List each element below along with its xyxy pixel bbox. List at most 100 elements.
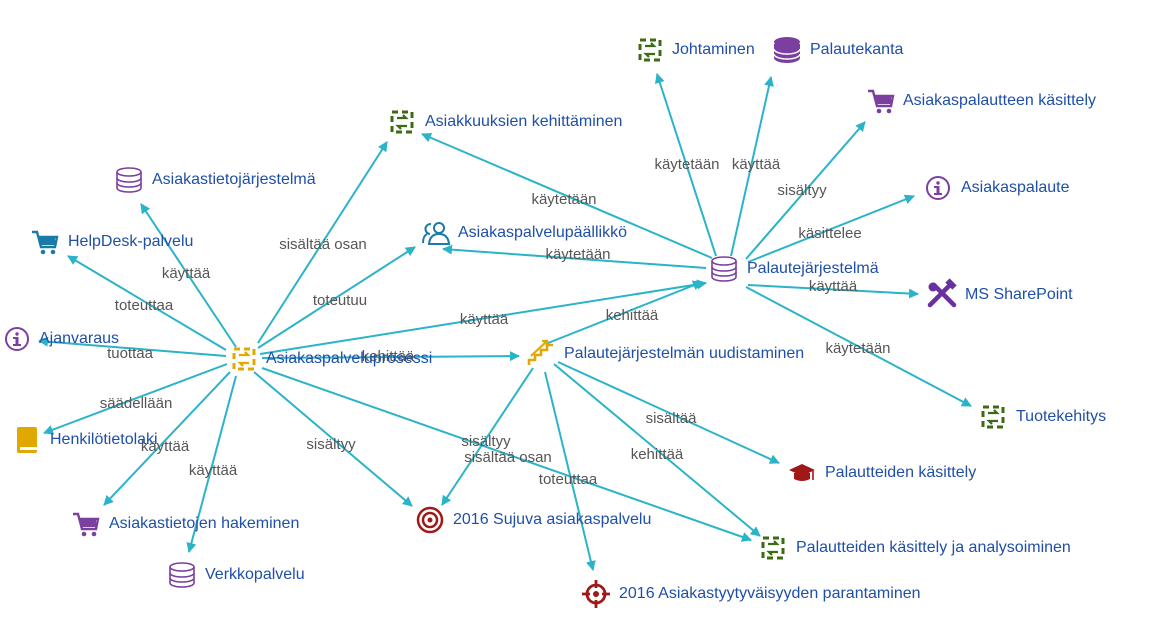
node-label: Asiakastietojärjestelmä xyxy=(152,171,316,188)
edge-arrow xyxy=(442,244,707,269)
edge-arrow xyxy=(553,363,761,537)
edge-label: toteuttaa xyxy=(539,471,598,488)
edge-arrow xyxy=(730,76,774,257)
node-palautejarjestelma[interactable]: Palautejärjestelmä xyxy=(711,256,879,282)
edge-label: käyttää xyxy=(189,462,238,479)
node-sujuva-asiakaspalvelu[interactable]: 2016 Sujuva asiakaspalvelu xyxy=(416,506,651,534)
node-label: Ajanvaraus xyxy=(39,330,119,347)
book-icon xyxy=(17,427,37,453)
edge-arrow xyxy=(261,367,752,542)
edge-label: käsittelee xyxy=(798,225,861,242)
stairs-icon xyxy=(527,339,553,365)
node-helpdesk-palvelu[interactable]: HelpDesk-palvelu xyxy=(32,230,193,255)
node-label: Johtaminen xyxy=(672,41,755,58)
edge-arrow xyxy=(745,121,866,260)
process-icon xyxy=(638,38,662,62)
edge-arrow xyxy=(140,203,237,348)
node-label: MS SharePoint xyxy=(965,286,1073,303)
database-solid-icon xyxy=(773,37,801,63)
edge-arrow xyxy=(747,194,915,263)
edge-arrow xyxy=(67,255,227,351)
edge-label: sisältää osan xyxy=(279,236,367,253)
edge-label: sisältyy xyxy=(461,433,511,450)
node-label: Asiakkuuksien kehittäminen xyxy=(425,113,622,130)
edge-arrow xyxy=(421,132,713,259)
node-label: Henkilötietolaki xyxy=(50,431,158,448)
node-asiakaspalveluprosessi[interactable]: Asiakaspalveluprosessi xyxy=(232,347,432,371)
edge-label: käyttää xyxy=(460,311,509,328)
process-icon xyxy=(390,110,414,134)
edge-label: sisältää xyxy=(646,410,698,427)
person-icon xyxy=(422,222,451,245)
node-asiakaspalvelupaallikko[interactable]: Asiakaspalvelupäällikkö xyxy=(422,222,627,245)
process-icon xyxy=(981,405,1005,429)
node-asiakkuuksien-kehittaminen[interactable]: Asiakkuuksien kehittäminen xyxy=(390,110,622,134)
crosshair-icon xyxy=(582,580,610,608)
edge-label: kehittää xyxy=(606,307,659,324)
target-icon xyxy=(416,506,444,534)
node-ajanvaraus[interactable]: Ajanvaraus xyxy=(5,327,119,351)
node-palautteiden-kasittely[interactable]: Palautteiden käsittely xyxy=(789,464,976,481)
node-ms-sharepoint[interactable]: MS SharePoint xyxy=(927,278,1074,308)
node-asiakastyytyvaisyys[interactable]: 2016 Asiakastyytyväisyyden parantaminen xyxy=(582,580,921,608)
node-johtaminen[interactable]: Johtaminen xyxy=(638,38,755,62)
edge-arrow xyxy=(43,363,228,435)
node-asiakastietojarjestelma[interactable]: Asiakastietojärjestelmä xyxy=(116,167,316,193)
edge-label: säädellään xyxy=(100,395,173,412)
node-label: 2016 Sujuva asiakaspalvelu xyxy=(453,511,651,528)
cart-icon xyxy=(73,512,100,537)
database-icon xyxy=(169,562,195,588)
node-label: Asiakaspalaute xyxy=(961,179,1070,196)
process-icon xyxy=(761,536,785,560)
node-label: Palautejärjestelmän uudistaminen xyxy=(564,345,804,362)
node-asiakaspalaute[interactable]: Asiakaspalaute xyxy=(926,176,1070,200)
edge-label: sisältyy xyxy=(777,182,827,199)
edge-arrow xyxy=(441,367,534,506)
edge-arrow xyxy=(547,280,703,344)
edge-label: kehittää xyxy=(631,446,684,463)
node-label: Palautteiden käsittely xyxy=(825,464,976,481)
node-asiakastietojen-hakeminen[interactable]: Asiakastietojen hakeminen xyxy=(73,512,299,537)
edge-arrow xyxy=(257,246,416,349)
database-icon xyxy=(116,167,142,193)
node-palautejarjestelman-uudistaminen[interactable]: Palautejärjestelmän uudistaminen xyxy=(527,339,804,365)
edge-arrow xyxy=(38,336,227,357)
edge-label: käyttää xyxy=(162,265,211,282)
edge-arrow xyxy=(261,351,520,362)
edge-arrow xyxy=(745,286,972,407)
node-asiakaspalautteen-kasittely[interactable]: Asiakaspalautteen käsittely xyxy=(868,89,1096,114)
edge-label: kehittää xyxy=(362,348,415,365)
node-label: Asiakaspalvelupäällikkö xyxy=(458,224,627,241)
node-label: HelpDesk-palvelu xyxy=(68,233,193,250)
node-label: Palautekanta xyxy=(810,41,904,58)
edge-arrow xyxy=(557,361,780,464)
graduation-cap-icon xyxy=(789,464,815,481)
edge-label: toteuttaa xyxy=(115,297,174,314)
process-icon xyxy=(232,347,256,371)
info-icon xyxy=(926,176,950,200)
database-icon xyxy=(711,256,737,282)
node-palautekanta[interactable]: Palautekanta xyxy=(773,37,904,63)
node-verkkopalvelu[interactable]: Verkkopalvelu xyxy=(169,562,305,588)
info-icon xyxy=(5,327,29,351)
edge-arrow xyxy=(103,371,231,506)
edge-label: toteutuu xyxy=(313,292,367,309)
node-label: Asiakaspalautteen käsittely xyxy=(903,92,1096,109)
edge-arrow xyxy=(544,371,596,571)
edge-arrow xyxy=(655,73,717,257)
node-label: Asiakastietojen hakeminen xyxy=(109,515,299,532)
cart-icon xyxy=(32,230,59,255)
edge-label: käytetään xyxy=(531,191,596,208)
edge-label: sisältää osan xyxy=(464,449,552,466)
edge-arrow xyxy=(253,371,413,507)
node-henkilotietolaki[interactable]: Henkilötietolaki xyxy=(17,427,158,453)
edge-label: käyttää xyxy=(141,438,190,455)
node-label: Palautteiden käsittely ja analysoiminen xyxy=(796,539,1071,556)
edge-label: tuottaa xyxy=(107,345,154,362)
node-label: Verkkopalvelu xyxy=(205,566,305,583)
node-palautteiden-kasittely-ja-analysoiminen[interactable]: Palautteiden käsittely ja analysoiminen xyxy=(761,536,1071,560)
edge-label: sisältyy xyxy=(306,436,356,453)
edge-arrow xyxy=(186,375,237,553)
node-tuotekehitys[interactable]: Tuotekehitys xyxy=(981,405,1106,429)
